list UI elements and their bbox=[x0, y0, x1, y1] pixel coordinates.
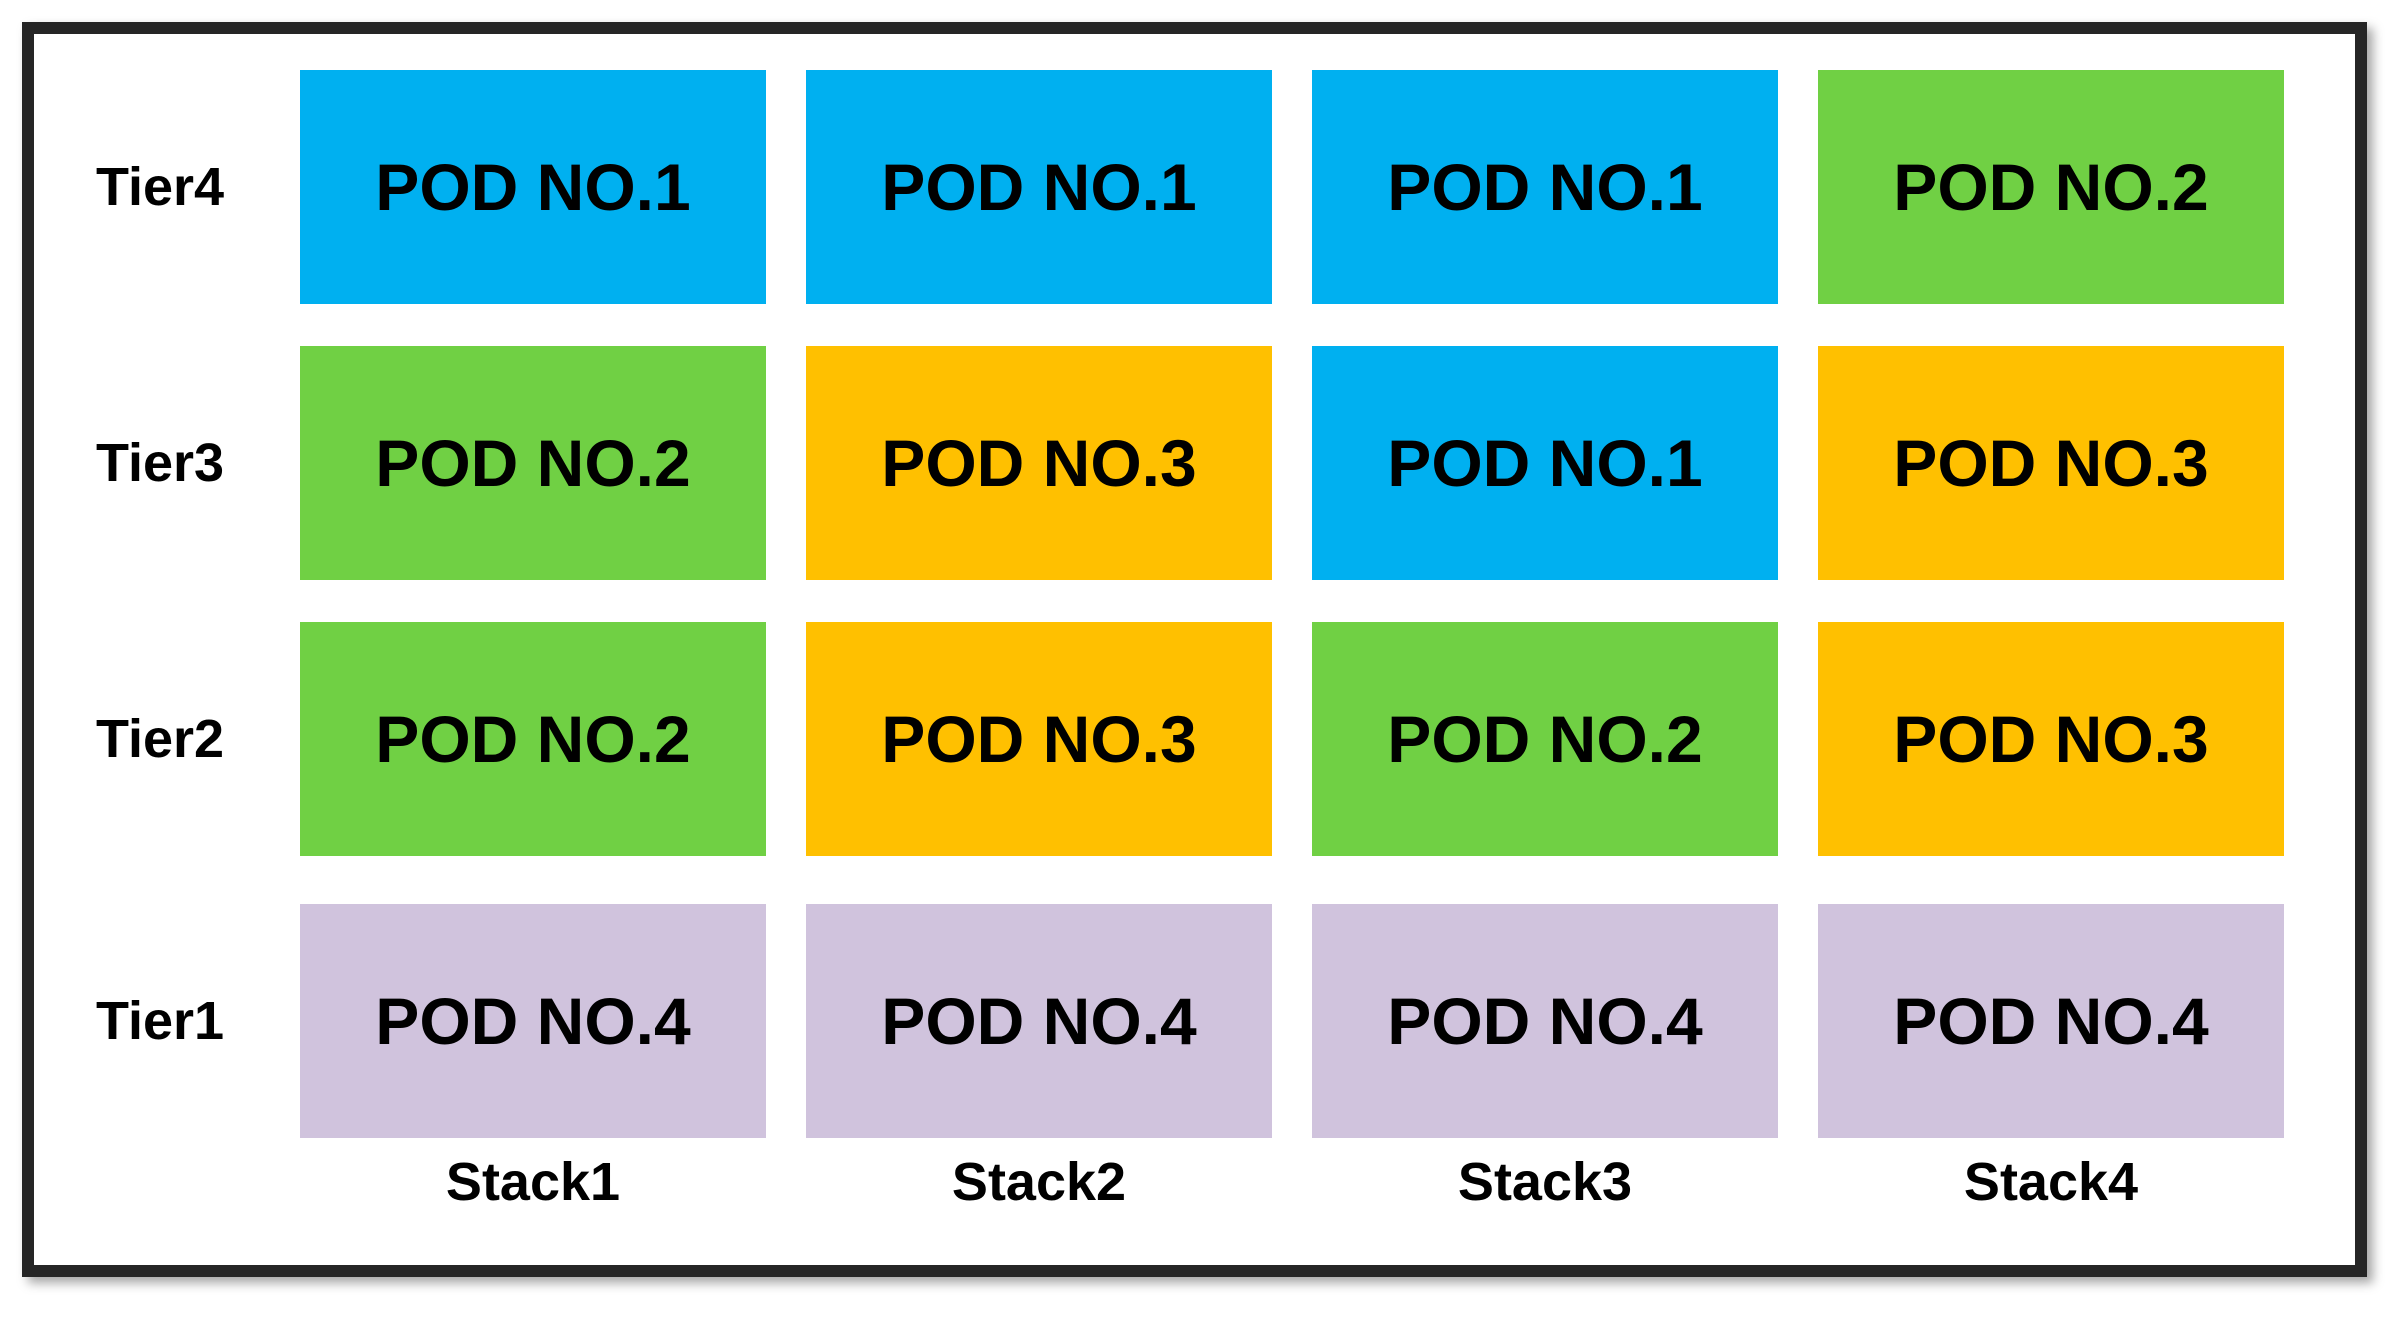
pod-cell: POD NO.2 bbox=[300, 622, 766, 856]
pod-cell: POD NO.2 bbox=[300, 346, 766, 580]
pod-cell: POD NO.3 bbox=[806, 622, 1272, 856]
stack-label: Stack2 bbox=[951, 1152, 1127, 1212]
stack-label: Stack3 bbox=[1457, 1152, 1633, 1212]
pod-cell: POD NO.2 bbox=[1818, 70, 2284, 304]
pod-cell: POD NO.1 bbox=[1312, 346, 1778, 580]
stack-label: Stack4 bbox=[1963, 1152, 2139, 1212]
tier-label: Tier1 bbox=[96, 991, 225, 1051]
pod-cell: POD NO.4 bbox=[300, 904, 766, 1138]
tier-label: Tier4 bbox=[96, 157, 225, 217]
pod-cell: POD NO.1 bbox=[1312, 70, 1778, 304]
pod-cell: POD NO.4 bbox=[806, 904, 1272, 1138]
pod-cell: POD NO.1 bbox=[806, 70, 1272, 304]
pod-cell: POD NO.1 bbox=[300, 70, 766, 304]
tier-label: Tier3 bbox=[96, 433, 225, 493]
pod-cell: POD NO.3 bbox=[1818, 622, 2284, 856]
stack-label: Stack1 bbox=[445, 1152, 621, 1212]
tier-label: Tier2 bbox=[96, 709, 225, 769]
pod-cell: POD NO.4 bbox=[1818, 904, 2284, 1138]
pod-cell: POD NO.3 bbox=[806, 346, 1272, 580]
pod-cell: POD NO.2 bbox=[1312, 622, 1778, 856]
pod-cell: POD NO.4 bbox=[1312, 904, 1778, 1138]
pod-cell: POD NO.3 bbox=[1818, 346, 2284, 580]
